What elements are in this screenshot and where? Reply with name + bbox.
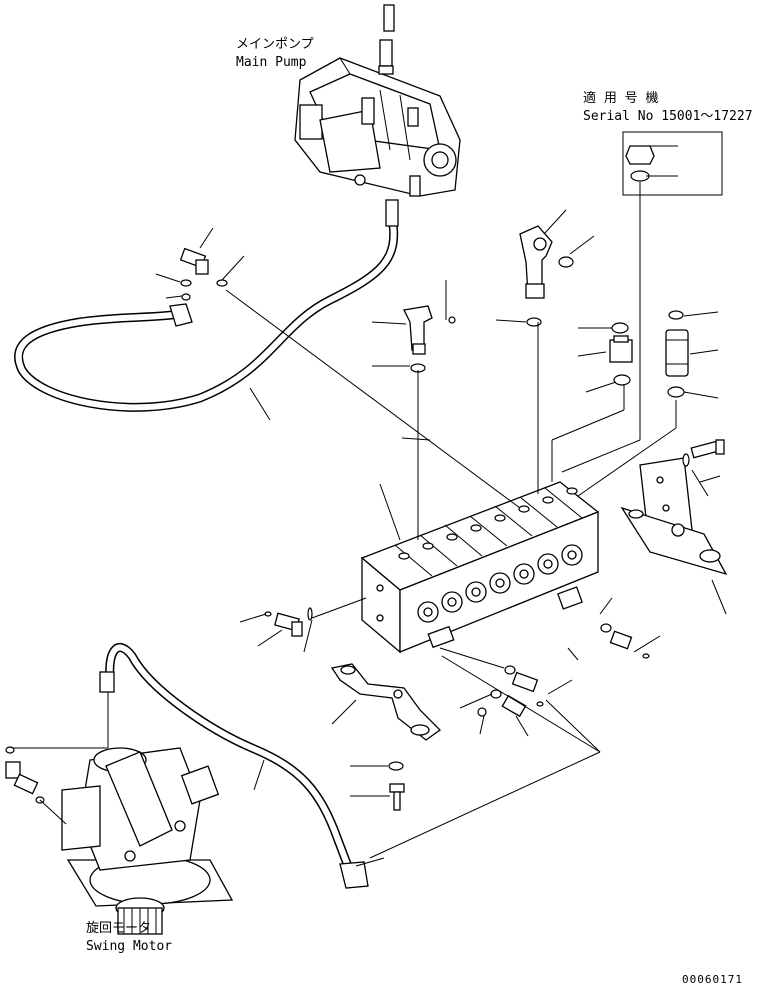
elbow-fitting-icon [403, 305, 456, 373]
drawing-number: 00060171 [682, 973, 743, 986]
plug-icon [609, 310, 689, 398]
main-pump-label-en: Main Pump [236, 55, 307, 70]
hose-icon [99, 643, 369, 889]
serial-label-jp: 適 用 号 機 [583, 91, 659, 106]
bracket-icon [620, 457, 728, 576]
swing-motor-label-en: Swing Motor [86, 939, 173, 954]
bracket-icon [330, 663, 442, 741]
elbow-fitting-icon [477, 623, 650, 718]
control-valve-icon [360, 481, 600, 654]
serial-label-en: Serial No 15001〜17227 [583, 109, 753, 124]
bolt-icon [388, 761, 405, 811]
swing-motor-label-jp: 旋回モータ [86, 921, 152, 936]
leader-lines [12, 145, 727, 867]
elbow-fitting-icon [5, 746, 45, 804]
plug-icon [622, 131, 723, 196]
elbow-fitting-icon [264, 607, 313, 637]
elbow-fitting-icon [179, 247, 228, 301]
swing-motor-icon [61, 747, 234, 935]
main-pump-icon [294, 4, 461, 197]
main-pump-label-jp: メインポンプ [236, 37, 314, 52]
hose-icon [14, 199, 399, 412]
bolt-icon [682, 439, 725, 467]
elbow-fitting-icon [519, 225, 574, 327]
